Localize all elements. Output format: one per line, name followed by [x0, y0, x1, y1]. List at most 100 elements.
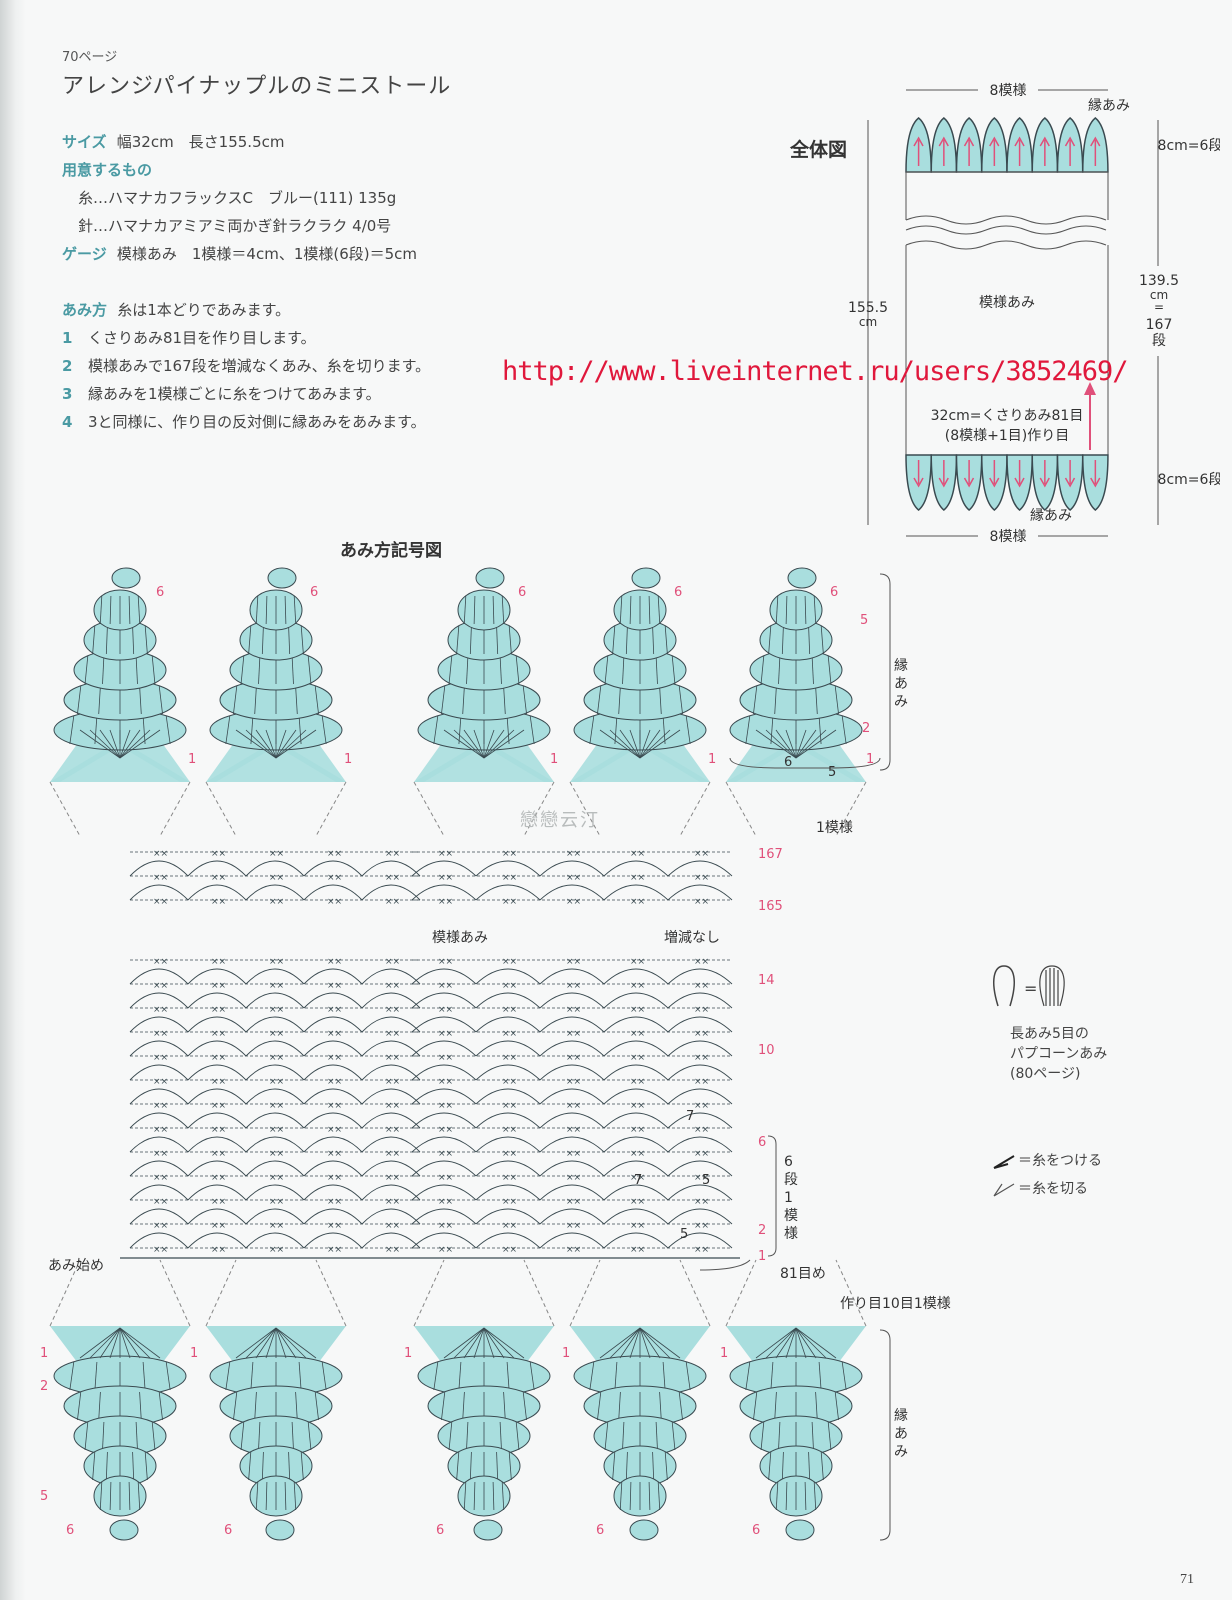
stitch-line	[804, 1481, 807, 1511]
arch	[603, 1016, 669, 1033]
arch	[245, 992, 305, 1009]
arch	[411, 1184, 477, 1201]
stitch-line	[314, 685, 319, 715]
fan-ray	[119, 1327, 141, 1359]
stitch-line	[775, 1481, 779, 1511]
petal-arrow-head	[938, 136, 949, 147]
arch	[303, 1232, 363, 1249]
sc-mark: ××	[211, 849, 226, 859]
sc-mark: ××	[269, 1245, 284, 1255]
pattern-grid: ×× ×× ×× ×× ×× ×× ×× ×× ×× ×× ×× ×× ×× ×× ×× ×× ×× ×× ×× ××…	[120, 849, 740, 1259]
svg-text:8cm=6段: 8cm=6段	[1158, 138, 1220, 154]
stitch-line	[618, 685, 621, 715]
materials-label: 用意するもの	[62, 161, 153, 179]
arch	[475, 1184, 541, 1201]
stitch-line	[597, 1391, 602, 1421]
svg-text:1: 1	[404, 1346, 412, 1361]
sc-mark: ××	[502, 897, 517, 907]
fan-tip	[267, 567, 297, 589]
row-14: 14	[758, 973, 775, 988]
stitch-line	[515, 655, 520, 685]
sc-mark: ××	[385, 897, 400, 907]
fan-ray	[755, 1327, 797, 1359]
sc-mark: ××	[327, 1245, 342, 1255]
sc-mark: ××	[694, 1221, 709, 1231]
stitch-line	[288, 1451, 291, 1481]
fan-tip	[109, 1519, 139, 1541]
sc-mark: ××	[502, 1245, 517, 1255]
sc-mark: ××	[694, 1173, 709, 1183]
svg-text:6: 6	[518, 585, 526, 600]
stitch-line	[785, 1481, 788, 1511]
arch	[667, 1208, 733, 1225]
fan-ray	[483, 729, 515, 759]
stitch-line	[753, 1391, 758, 1421]
arch	[539, 1088, 605, 1105]
stitch-line	[265, 595, 268, 625]
bottom-edging-petals	[905, 454, 1109, 511]
arch	[667, 968, 733, 985]
stitch-line	[813, 595, 817, 625]
arch	[603, 1136, 669, 1153]
guide-line	[725, 781, 757, 837]
stitch-line	[142, 715, 146, 745]
gauge-value: 模様あみ 1模様＝4cm、1模様(6段)＝5cm	[116, 245, 418, 263]
foundation-repeat-label: 作り目10目1模様	[840, 1296, 951, 1312]
sc-mark: ××	[385, 1101, 400, 1111]
stitch-line	[144, 1451, 148, 1481]
watermark-logo: 戀戀云汀	[520, 810, 600, 831]
stitch-line	[508, 625, 512, 655]
sc-mark: ××	[269, 1221, 284, 1231]
sc-mark: ××	[694, 1245, 709, 1255]
petal-arrow-head	[1014, 477, 1025, 488]
stitch-line	[255, 1481, 259, 1511]
sc-mark: ××	[630, 849, 645, 859]
fan-base	[726, 740, 866, 782]
sc-mark: ××	[269, 1125, 284, 1135]
stitch-line	[655, 1421, 658, 1451]
sc-mark: ××	[438, 849, 453, 859]
fan-tip	[473, 1519, 503, 1541]
stitch-line	[240, 655, 245, 685]
arch	[603, 1040, 669, 1057]
arch	[411, 1112, 477, 1129]
arch	[361, 1040, 421, 1057]
arch	[187, 992, 247, 1009]
stitch-line	[813, 1481, 817, 1511]
sc-mark: ××	[153, 1221, 168, 1231]
stitch-line	[261, 625, 264, 655]
stitch-line	[768, 625, 772, 655]
attach-legend: ＝糸をつける	[1018, 1153, 1102, 1169]
stitch-line	[662, 715, 666, 745]
arch	[303, 1016, 363, 1033]
fan-ray	[599, 729, 641, 759]
sc-mark: ××	[153, 1029, 168, 1039]
attach-yarn-icon	[993, 1155, 1015, 1169]
svg-text:139.5: 139.5	[1139, 273, 1179, 289]
sc-mark: ××	[385, 1053, 400, 1063]
svg-text:cm: cm	[859, 315, 877, 329]
fan-ray	[795, 1327, 807, 1359]
arch	[667, 1088, 733, 1105]
svg-text:1: 1	[866, 752, 874, 767]
sc-mark: ××	[327, 1005, 342, 1015]
svg-text:様: 様	[784, 1226, 798, 1242]
yarn-symbols	[993, 1155, 1015, 1197]
arch	[475, 968, 541, 985]
fan-ray	[765, 729, 797, 759]
guide-line	[413, 781, 445, 837]
fan-ray	[463, 1327, 485, 1359]
arch	[361, 992, 421, 1009]
sc-mark: ××	[269, 1149, 284, 1159]
arch	[667, 1016, 733, 1033]
stitch-line	[492, 595, 495, 625]
stitch-line	[284, 595, 287, 625]
bottom-edging-fans	[49, 1259, 867, 1541]
stitch-line	[841, 1361, 847, 1391]
stitch-line	[240, 1421, 245, 1451]
stitch-line	[98, 685, 101, 715]
stitch-line	[818, 1361, 822, 1391]
sc-mark: ××	[153, 849, 168, 859]
